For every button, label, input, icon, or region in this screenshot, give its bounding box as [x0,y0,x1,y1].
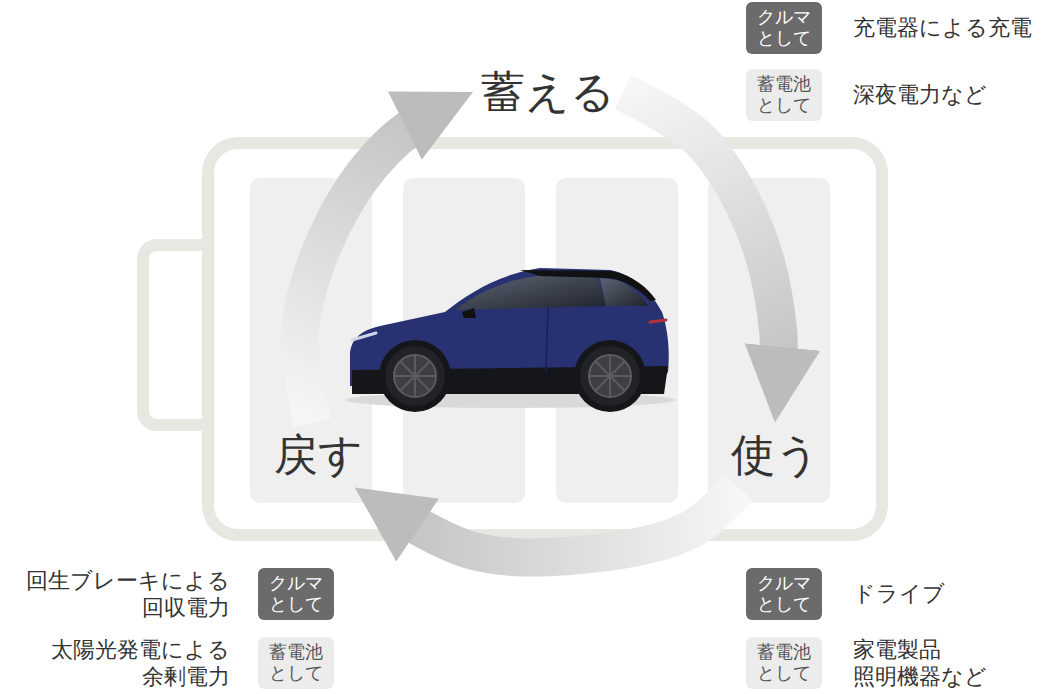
note-text: 回生ブレーキによる 回収電力 [26,567,230,622]
role-badge: 蓄電池 として [258,637,334,688]
role-badge: 蓄電池 として [746,637,822,688]
node-text: 蓄電池 として [757,642,811,683]
role-badge: 蓄電池 として [746,69,822,120]
car-taillight [650,320,666,322]
phase-label: 蓄える [473,60,623,125]
role-badge: クルマ として [258,568,334,619]
rim [394,355,436,397]
phase-label: 使う [723,423,828,488]
node-text: 使う [731,429,820,482]
node-text: 蓄電池 として [269,642,323,683]
car-illustration [345,268,675,412]
note-text: 深夜電力など [853,81,987,109]
car-headlight [352,333,376,340]
node-text: 戻す [274,429,363,482]
rim-spokes [589,355,631,397]
tire [580,346,640,406]
rim [589,355,631,397]
tire [385,346,445,406]
rim-spokes [394,355,436,397]
note-text: 家電製品 照明機器など [853,636,987,691]
car-window [455,276,606,310]
note-text: 太陽光発電による 余剰電力 [51,636,230,691]
cycle-arrow [623,92,779,423]
node-text: クルマ として [757,7,811,48]
cycle-arrow [355,487,739,557]
node-text: 蓄電池 として [757,74,811,115]
cycle-arrow [300,92,473,423]
wheel-arch [574,340,646,412]
node-text: クルマ として [269,573,323,614]
note-text: ドライブ [853,580,945,608]
wheel-arch [379,340,451,412]
car-mirror [462,308,476,318]
phase-label: 戻す [266,423,371,488]
car-roof [520,270,656,301]
car-door-line [546,306,548,372]
node-text: 蓄える [481,66,615,119]
role-badge: クルマ として [746,2,822,53]
role-badge: クルマ として [746,568,822,619]
note-text: 充電器による充電 [853,14,1032,42]
node-text: クルマ として [757,573,811,614]
